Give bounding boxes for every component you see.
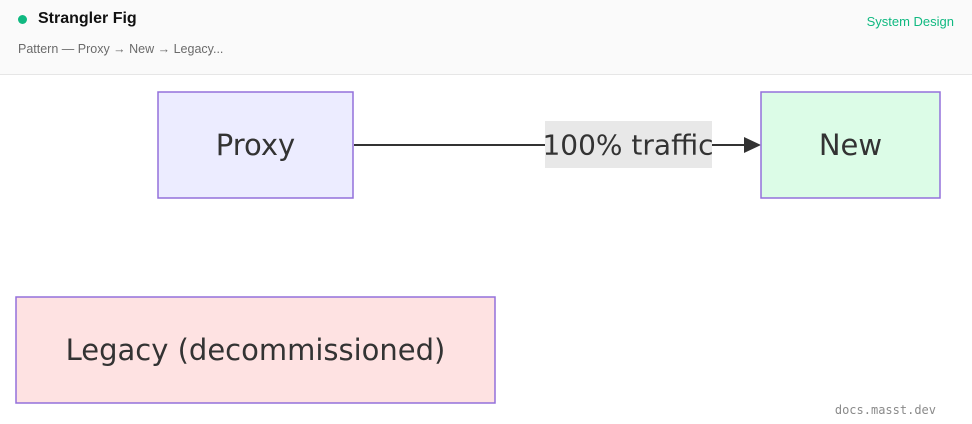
watermark-text: docs.masst.dev [834, 403, 936, 417]
node-new-label: New [819, 128, 882, 162]
node-legacy[interactable]: Legacy (decommissioned) [15, 296, 496, 404]
edge-label-bg [545, 121, 712, 168]
node-legacy-label: Legacy (decommissioned) [66, 333, 446, 367]
header-bar: Strangler Fig Pattern — Proxy → New → Le… [0, 0, 972, 75]
node-new[interactable]: New [760, 91, 941, 199]
edge-label-traffic: 100% traffic [542, 129, 713, 162]
node-proxy-box[interactable] [157, 91, 354, 199]
node-proxy[interactable]: Proxy [157, 91, 354, 199]
status-dot-icon [18, 15, 27, 24]
arrow-head-icon [744, 137, 761, 153]
page-title: Strangler Fig [38, 10, 137, 27]
node-proxy-label: Proxy [216, 128, 295, 162]
node-legacy-box[interactable] [15, 296, 496, 404]
node-new-box[interactable] [760, 91, 941, 199]
category-tag[interactable]: System Design [866, 14, 954, 29]
page-subtitle: Pattern — Proxy → New → Legacy... [18, 42, 224, 56]
edge-proxy-to-new: 100% traffic [354, 121, 761, 168]
